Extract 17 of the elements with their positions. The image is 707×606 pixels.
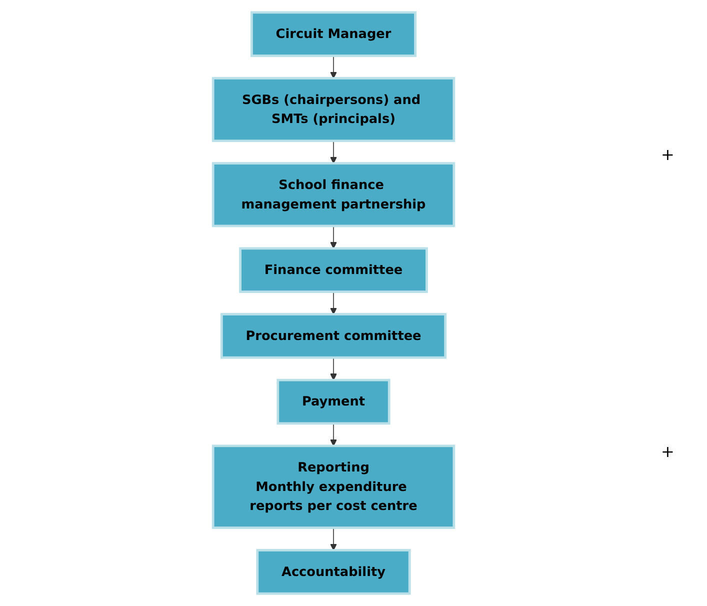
arrow bbox=[330, 423, 338, 446]
node-box: Circuit Manager bbox=[250, 11, 416, 57]
node-box: School finance management partnership bbox=[212, 162, 456, 228]
arrow bbox=[330, 226, 338, 249]
node-box: Accountability bbox=[256, 549, 411, 595]
node-box: SGBs (chairpersons) and SMTs (principals) bbox=[212, 77, 456, 142]
node-box: Finance committee bbox=[239, 247, 428, 293]
node-box: Reporting Monthly expenditure reports per cost centre bbox=[212, 444, 456, 529]
note-mark: + bbox=[661, 145, 676, 164]
arrow bbox=[330, 357, 338, 380]
arrow bbox=[330, 55, 338, 79]
arrow bbox=[330, 140, 338, 164]
arrow bbox=[330, 527, 338, 551]
note-mark: + bbox=[661, 442, 676, 461]
node-box: Procurement committee bbox=[220, 313, 447, 359]
node-box: Payment bbox=[276, 378, 390, 425]
arrow bbox=[330, 291, 338, 315]
